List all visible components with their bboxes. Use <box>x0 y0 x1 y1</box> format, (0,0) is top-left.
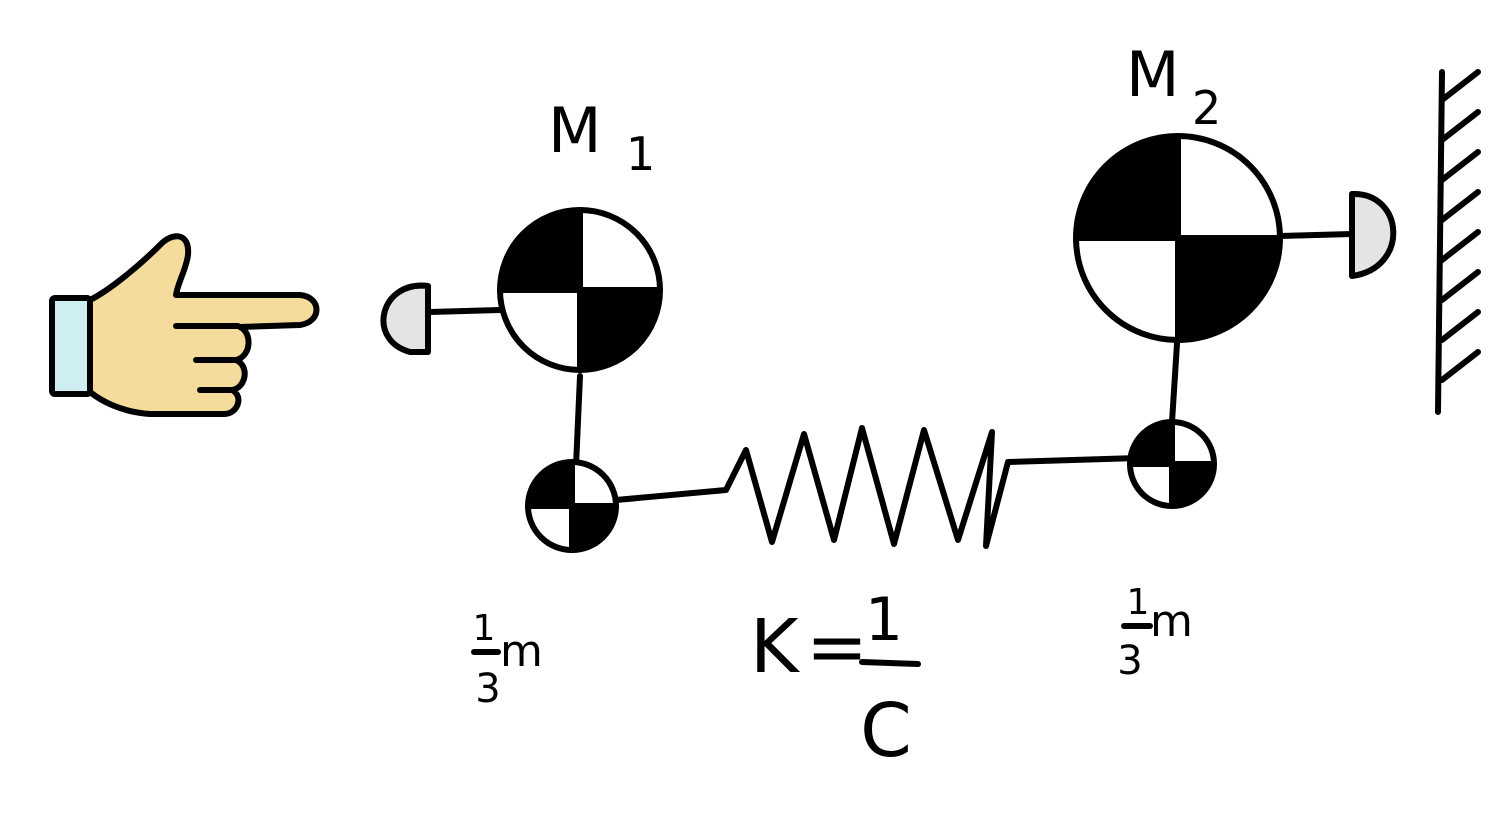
m2-rod <box>1169 325 1181 425</box>
m1-label-subscript: 1 <box>626 127 655 181</box>
hatched-wall-icon <box>1435 69 1481 415</box>
left-fraction-denominator: 3 <box>475 666 500 712</box>
right-fraction-numerator: 1 <box>1127 582 1150 623</box>
m2-mass <box>1073 133 1283 343</box>
m1-label: M 1 <box>548 94 655 181</box>
m1-mass <box>497 207 663 373</box>
m2-label-subscript: 2 <box>1192 81 1221 135</box>
right-fraction-denominator: 3 <box>1117 638 1142 684</box>
spring-numerator: 1 <box>865 585 903 655</box>
right-unit: m <box>1150 596 1193 647</box>
spring <box>613 425 1141 549</box>
left-fraction-numerator: 1 <box>473 608 496 649</box>
spring-equals: = <box>806 604 868 690</box>
right-small-mass-label: 1 3 m <box>1117 582 1193 684</box>
right-bumper <box>1277 190 1397 279</box>
pointing-hand-icon <box>49 233 320 417</box>
spring-symbol: K <box>750 604 801 690</box>
right-small-mass <box>1127 419 1217 509</box>
m1-rod <box>573 373 583 469</box>
m1-label-name: M <box>548 94 602 167</box>
left-bumper <box>380 282 503 355</box>
spring-constant-label: K = 1 C <box>750 585 921 774</box>
left-small-mass <box>525 459 619 553</box>
spring-denominator: C <box>860 688 912 774</box>
left-small-mass-label: 1 3 m <box>471 608 543 712</box>
m2-label: M 2 <box>1126 38 1221 135</box>
m2-label-name: M <box>1126 38 1180 111</box>
left-unit: m <box>500 626 543 677</box>
